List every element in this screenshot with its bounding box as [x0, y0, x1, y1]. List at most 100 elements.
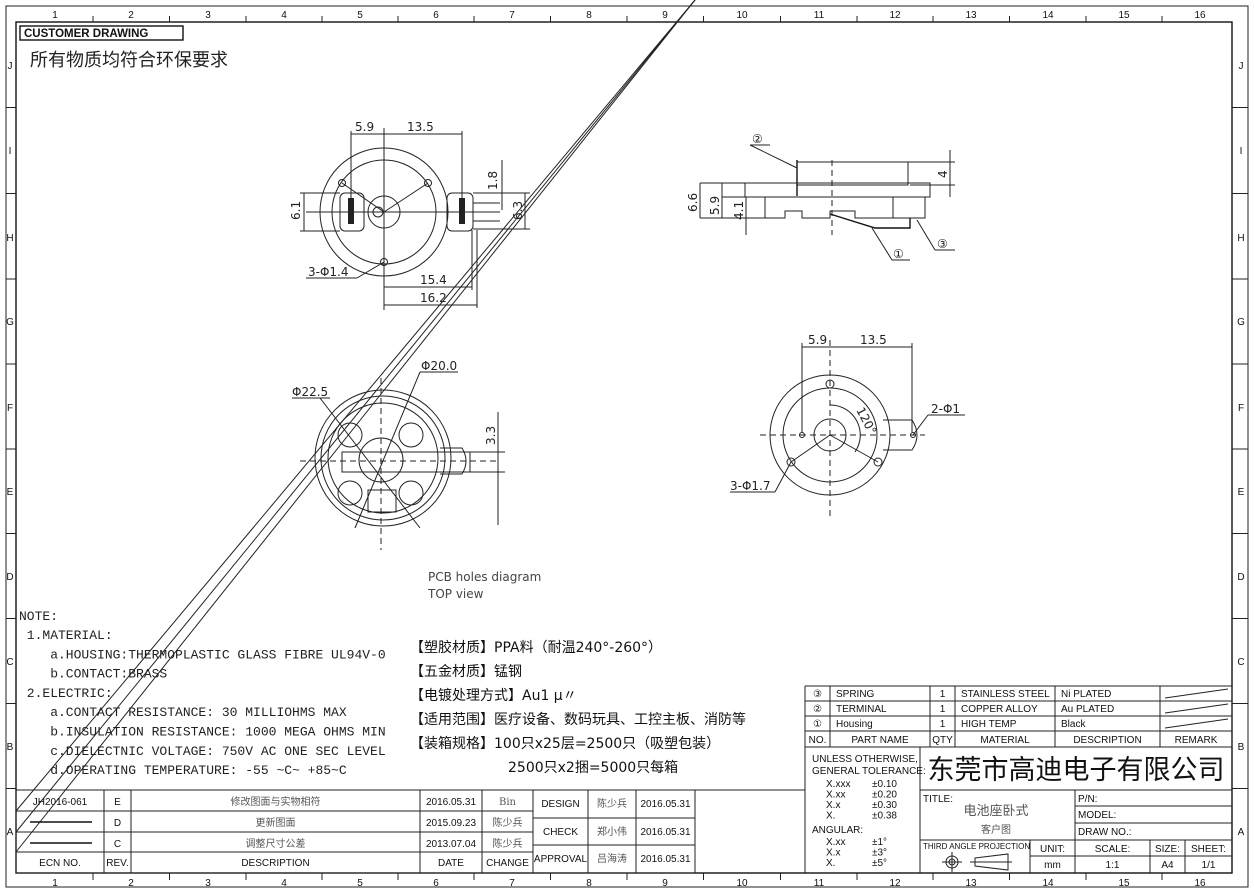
revision-cell: 更新图面	[256, 816, 296, 829]
tolerance-key: X.	[826, 811, 835, 822]
spec-list: 【塑胶材质】PPA料（耐温240°-260°）【五金材质】锰钢【电镀处理方式】A…	[410, 639, 746, 776]
bom-cell: Housing	[836, 719, 873, 730]
tolerance-heading: UNLESS OTHERWISE,	[812, 754, 918, 765]
dim-label: 6.6	[686, 193, 700, 212]
grid-column-label: 1	[52, 878, 58, 889]
note-line: a.CONTACT RESISTANCE: 30 MILLIOHMS MAX	[19, 705, 347, 720]
callout-housing: ①	[893, 247, 904, 261]
scale-value: 1:1	[1106, 860, 1120, 871]
model-label: MODEL:	[1078, 810, 1116, 821]
approval-cell: 郑小伟	[597, 825, 627, 838]
pn-label: P/N:	[1078, 794, 1097, 805]
title-block: UNLESS OTHERWISE,GENERAL TOLERANCE:X.xxx…	[804, 747, 1232, 873]
grid-column-label: 8	[586, 878, 592, 889]
grid-row-label: G	[1237, 317, 1245, 328]
grid-column-label: 13	[965, 10, 977, 21]
bom-header: MATERIAL	[980, 735, 1030, 746]
dim-label: 15.4	[420, 273, 447, 287]
tolerance-value: ±1°	[872, 837, 887, 848]
customer-drawing-box	[19, 25, 184, 41]
scale-label: SCALE:	[1095, 844, 1131, 855]
grid-column-label: 7	[509, 10, 515, 21]
unit-label: UNIT:	[1040, 844, 1065, 855]
unit-value: mm	[1044, 860, 1061, 871]
note-line: b.INSULATION RESISTANCE: 1000 MEGA OHMS …	[19, 725, 386, 740]
rule-line	[1164, 718, 1229, 729]
customer-drawing-label: CUSTOMER DRAWING	[24, 28, 148, 40]
revision-header: ECN NO.	[39, 858, 81, 869]
note-line: 2.ELECTRIC:	[19, 686, 113, 701]
dim-label: 4.1	[732, 201, 746, 220]
spec-line: 【电镀处理方式】Au1 μ〃	[410, 687, 577, 704]
bom-cell: ①	[813, 719, 822, 730]
grid-row-label: J	[8, 61, 13, 72]
bom-header: DESCRIPTION	[1073, 735, 1141, 746]
note-line: c.DIELECTNIC VOLTAGE: 750V AC ONE SEC LE…	[19, 744, 386, 759]
revision-cell: JH2016-061	[33, 797, 88, 808]
spec-line: 【适用范围】医疗设备、数码玩具、工控主板、消防等	[410, 711, 746, 728]
grid-row-label: J	[1239, 61, 1244, 72]
bom-header: NO.	[809, 735, 827, 746]
sheet-value: 1/1	[1202, 860, 1216, 871]
grid-column-label: 2	[128, 878, 134, 889]
grid-row-label: A	[1238, 827, 1245, 838]
grid-column-label: 3	[205, 10, 211, 21]
projection-cone-icon	[970, 853, 1012, 871]
tolerance-value: ±5°	[872, 858, 887, 869]
grid-column-label: 4	[281, 10, 287, 21]
grid-row-label: F	[1238, 403, 1244, 414]
grid-row-label: H	[6, 233, 13, 244]
revision-cell: Bin	[499, 797, 517, 808]
grid-column-label: 15	[1118, 878, 1130, 889]
grid-column-label: 14	[1042, 10, 1054, 21]
bom-cell: Au PLATED	[1061, 704, 1114, 715]
tolerance-value: ±0.38	[872, 811, 897, 822]
dim-label: 1.8	[486, 171, 500, 190]
revision-cell: 2015.09.23	[426, 818, 476, 829]
grid-column-label: 5	[357, 878, 363, 889]
grid-column-label: 16	[1194, 10, 1206, 21]
holes-label: 3-Φ1.4	[308, 265, 349, 279]
revision-cell: 2013.07.04	[426, 839, 476, 850]
revision-cell: E	[114, 797, 121, 808]
grid-column-label: 6	[433, 878, 439, 889]
bom-cell: 1	[940, 704, 946, 715]
revision-cell: C	[114, 839, 121, 850]
dia-label: Φ22.5	[292, 385, 328, 399]
grid-row-label: I	[9, 146, 12, 157]
callout-spring: ③	[937, 237, 948, 251]
grid-column-label: 10	[736, 878, 748, 889]
revision-header: REV.	[106, 858, 128, 869]
size-value: A4	[1161, 860, 1174, 871]
note-line: d.OPERATING TEMPERATURE: -55 ~C~ +85~C	[19, 763, 347, 778]
revision-cell: D	[114, 818, 121, 829]
revision-cell: 陈少兵	[493, 816, 523, 829]
grid-row-label: E	[7, 487, 14, 498]
revision-cell: 陈少兵	[493, 837, 523, 850]
approval-cell: DESIGN	[541, 799, 579, 810]
dim-label: 4	[936, 170, 950, 178]
grid-column-label: 6	[433, 10, 439, 21]
callout-terminal: ②	[752, 132, 763, 146]
grid-column-label: 14	[1042, 878, 1054, 889]
grid-column-label: 12	[889, 10, 901, 21]
grid-column-label: 1	[52, 10, 58, 21]
bom-cell: ③	[813, 689, 822, 700]
env-note: 所有物质均符合环保要求	[30, 50, 228, 70]
tolerance-value: ±0.30	[872, 800, 897, 811]
spec-line: 【五金材质】锰钢	[410, 664, 522, 680]
bom-cell: TERMINAL	[836, 704, 887, 715]
size-label: SIZE:	[1155, 844, 1180, 855]
grid-column-label: 8	[586, 10, 592, 21]
grid-column-label: 9	[662, 10, 668, 21]
approval-cell: 2016.05.31	[640, 827, 690, 838]
grid-labels: 1122334455667788991010111112121313141415…	[6, 10, 1248, 889]
notes-title: NOTE:	[19, 609, 58, 624]
grid-row-label: B	[7, 742, 14, 753]
company-name: 东莞市高迪电子有限公司	[928, 755, 1225, 786]
grid-column-label: 4	[281, 878, 287, 889]
grid-column-label: 13	[965, 878, 977, 889]
tolerance-key: X.x	[826, 800, 840, 811]
grid-column-label: 15	[1118, 10, 1130, 21]
